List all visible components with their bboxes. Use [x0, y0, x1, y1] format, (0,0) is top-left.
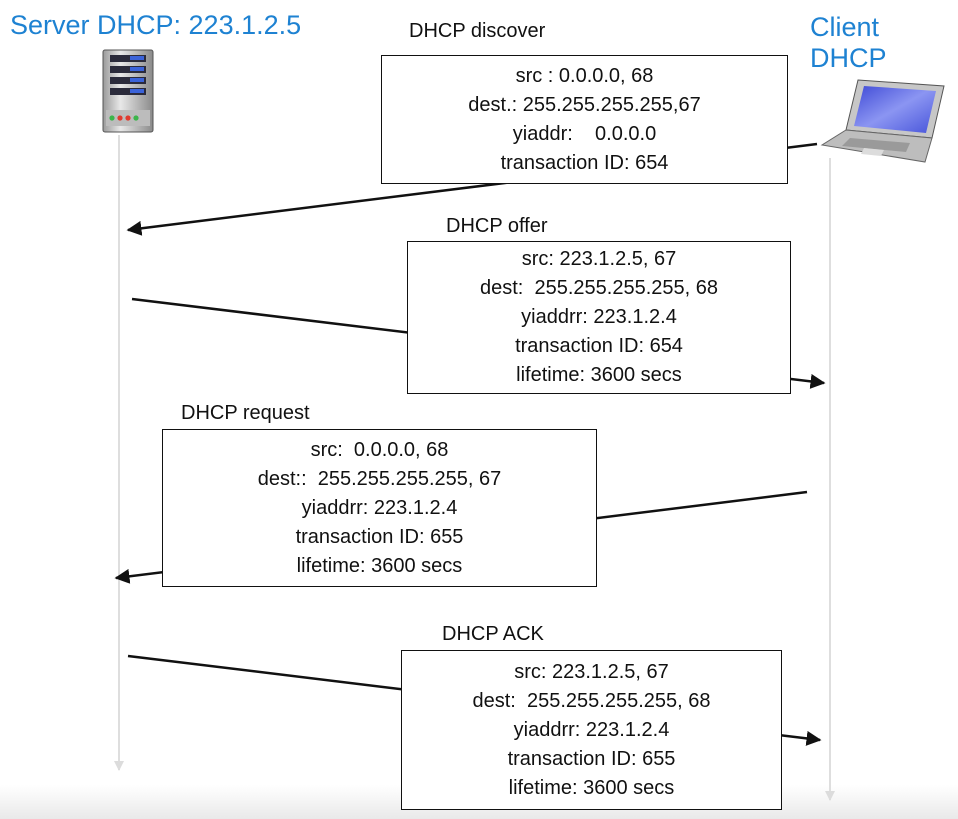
offer-lifetime: lifetime: 3600 secs	[516, 364, 682, 386]
ack-message-box: src: 223.1.2.5, 67 dest: 255.255.255.255…	[401, 650, 782, 810]
client-title-line2: DHCP	[810, 43, 887, 73]
ack-yiaddrr: yiaddrr: 223.1.2.4	[513, 718, 670, 741]
request-message-box: src: 0.0.0.0, 68 dest:: 255.255.255.255,…	[162, 429, 597, 587]
discover-title: DHCP discover	[409, 20, 546, 42]
client-title-line1: Client	[810, 12, 880, 42]
request-lifetime: lifetime: 3600 secs	[296, 554, 463, 577]
offer-dest: dest: 255.255.255.255, 68	[480, 277, 718, 299]
discover-message-box: src : 0.0.0.0, 68 dest.: 255.255.255.255…	[381, 55, 788, 184]
ack-src: src: 223.1.2.5, 67	[514, 660, 669, 683]
discover-transaction-id: transaction ID: 654	[500, 151, 669, 174]
discover-src: src : 0.0.0.0, 68	[515, 64, 654, 87]
offer-transaction-id: transaction ID: 654	[515, 335, 683, 357]
ack-dest: dest: 255.255.255.255, 68	[472, 689, 711, 712]
offer-src: src: 223.1.2.5, 67	[521, 248, 677, 270]
offer-title: DHCP offer	[446, 215, 548, 237]
request-yiaddrr: yiaddrr: 223.1.2.4	[301, 496, 458, 519]
request-title: DHCP request	[181, 402, 310, 424]
discover-yiaddr: yiaddr: 0.0.0.0	[512, 122, 657, 145]
ack-transaction-id: transaction ID: 655	[507, 747, 676, 770]
ack-lifetime: lifetime: 3600 secs	[508, 776, 675, 799]
server-tower-icon	[102, 49, 154, 133]
offer-message-box: src: 223.1.2.5, 67 dest: 255.255.255.255…	[407, 241, 791, 394]
request-src: src: 0.0.0.0, 68	[310, 438, 449, 461]
offer-yiaddrr: yiaddrr: 223.1.2.4	[521, 306, 677, 328]
ack-title: DHCP ACK	[442, 623, 544, 645]
discover-dest: dest.: 255.255.255.255,67	[468, 93, 701, 116]
laptop-icon	[820, 79, 945, 163]
server-title: Server DHCP: 223.1.2.5	[10, 10, 302, 40]
request-transaction-id: transaction ID: 655	[295, 525, 464, 548]
request-dest: dest:: 255.255.255.255, 67	[257, 467, 502, 490]
